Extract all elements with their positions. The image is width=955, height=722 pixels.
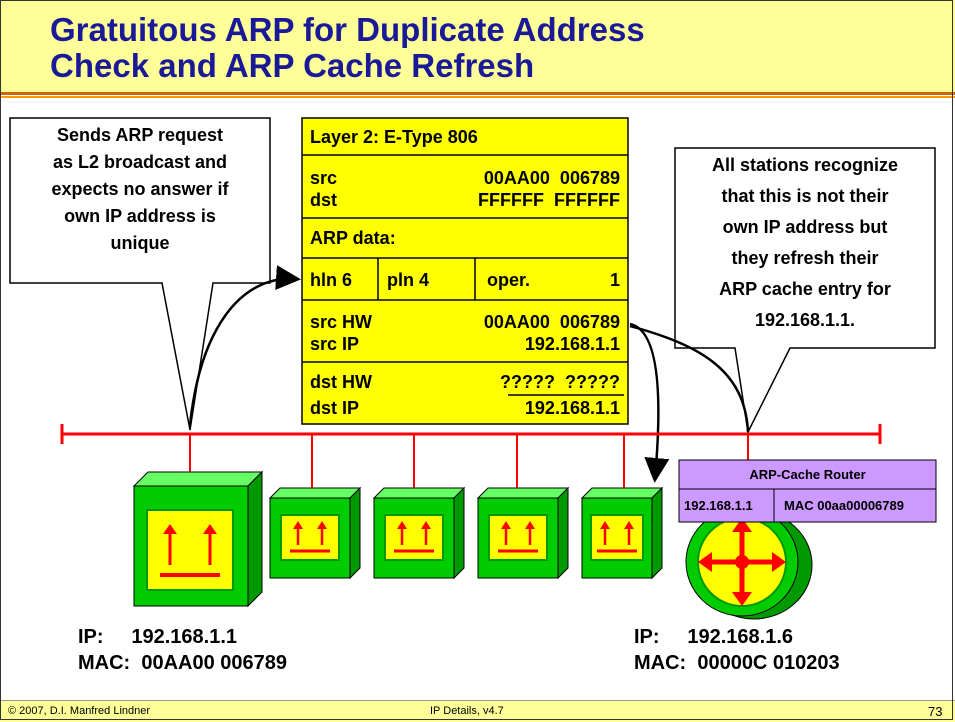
callout-line: expects no answer if [51,179,229,199]
packet-pln: pln 4 [387,270,430,290]
host-cube-5 [580,486,664,580]
packet-dst-hw-value: ????? ????? [500,372,620,392]
callout-line: 192.168.1.1. [754,310,856,330]
callout-line: Sends ARP request [56,125,224,145]
arp-cache-ip: 192.168.1.1 [684,498,753,513]
packet-dst-hw-label: dst HW [310,372,372,392]
packet-dst-value: FFFFFF FFFFFF [478,190,620,210]
callout-line: own IP address is [64,206,216,226]
packet-dst-label: dst [310,190,337,210]
title-rule [0,92,955,95]
callout-line: unique [110,233,170,253]
packet-src-hw-value: 00AA00 006789 [483,312,620,332]
packet-arp-data: ARP data: [310,228,396,248]
host-left-mac: MAC: 00AA00 006789 [78,652,287,674]
packet-src-label: src [310,168,338,188]
packet-src-ip-label: src IP [310,334,360,354]
packet-dst-ip-value: 192.168.1.1 [524,398,620,418]
packet-src-value: 00AA00 006789 [483,168,620,188]
host-left-ip: IP: 192.168.1.1 [78,626,237,648]
host-cube-4 [476,486,570,580]
footer-center: IP Details, v4.7 [430,705,504,717]
router-icon [685,507,813,620]
left-callout-bubble [9,117,271,431]
packet-header: Layer 2: E-Type 806 [310,127,478,147]
left-callout-text: Sends ARP request as L2 broadcast and ex… [14,122,266,257]
title-bar [0,0,955,92]
right-callout-text: All stations recognize that this is not … [678,150,932,336]
callout-line: own IP address but [722,217,888,237]
callout-line: ARP cache entry for [719,279,891,299]
ethernet-bus [60,424,882,490]
host-cube-3 [372,486,466,580]
footer-bar [0,700,955,722]
footer-copyright: © 2007, D.I. Manfred Lindner [8,705,151,717]
packet-dst-ip-label: dst IP [310,398,360,418]
host-right-mac: MAC: 00000C 010203 [634,652,840,674]
arp-cache-mac: MAC 00aa00006789 [784,498,904,513]
callout-line: they refresh their [731,248,879,268]
request-arrow [188,265,301,426]
callout-line: that this is not their [721,186,889,206]
host-cube-large [132,470,264,608]
arp-cache-title: ARP-Cache Router [749,467,866,482]
host-cube-2 [268,486,362,580]
packet-hln: hln 6 [310,270,353,290]
cache-arrow [629,324,750,433]
title-rule-accent [0,96,955,98]
packet-src-hw-label: src HW [310,312,373,332]
arp-packet-frame [301,117,629,425]
slide-title-line-1: Gratuitous ARP for Duplicate Address [50,11,645,48]
right-callout-bubble [674,147,936,435]
packet-oper-label: oper. [487,270,531,290]
footer-page-number: 73 [928,704,943,719]
callout-line: as L2 broadcast and [52,152,228,172]
packet-src-ip-value: 192.168.1.1 [524,334,620,354]
callout-line: All stations recognize [711,155,899,175]
packet-oper-value: 1 [609,270,620,290]
host-right-ip: IP: 192.168.1.6 [634,626,793,648]
arp-cache-table [678,459,937,523]
slide-title-line-2: Check and ARP Cache Refresh [50,47,535,84]
